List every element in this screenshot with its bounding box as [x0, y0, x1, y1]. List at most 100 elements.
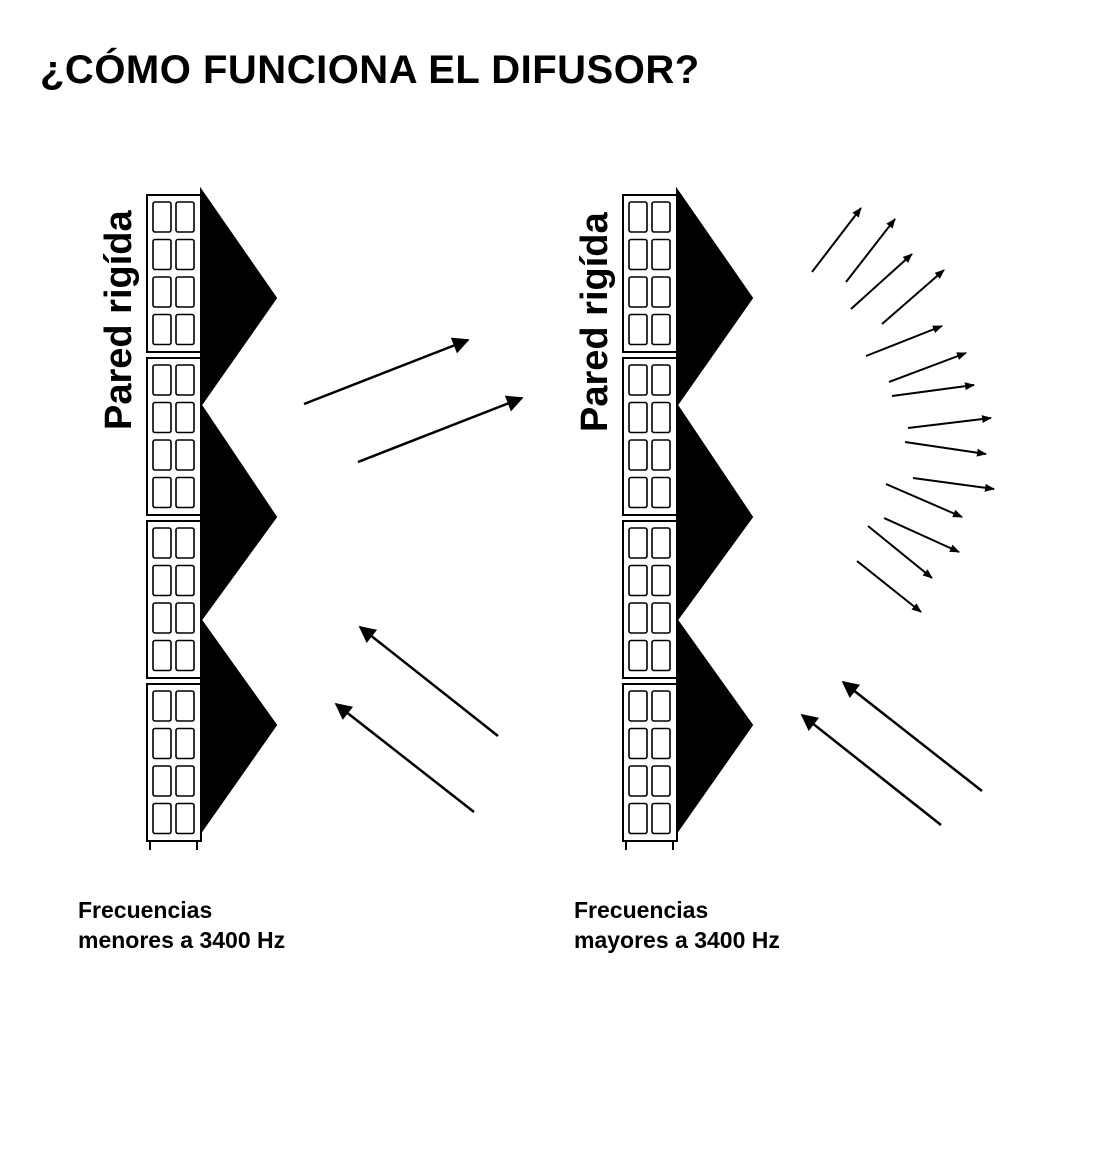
- wall-brick: [175, 527, 195, 559]
- panel-low-frequency: Pared rigída: [98, 186, 524, 850]
- wall-brick: [152, 401, 172, 434]
- wall-brick: [628, 476, 648, 509]
- wall-brick: [628, 276, 648, 308]
- wall-brick: [152, 765, 172, 797]
- scattered-arrow: [912, 477, 995, 492]
- wall-brick: [651, 727, 671, 760]
- scattered-arrows: [811, 207, 995, 613]
- wall-brick: [651, 201, 671, 233]
- wall-label-left: Pared rigída: [98, 210, 140, 430]
- wall-brick: [152, 439, 172, 471]
- wall-brick: [651, 276, 671, 308]
- wall-brick: [152, 802, 172, 835]
- diffuser-triangles-right: [675, 186, 754, 836]
- wall-brick: [152, 564, 172, 597]
- wall-brick: [175, 313, 195, 346]
- wall-brick: [175, 639, 195, 672]
- wall-brick: [152, 238, 172, 271]
- wall-brick: [175, 476, 195, 509]
- caption-high-line2: mayores a 3400 Hz: [574, 927, 780, 953]
- scattered-arrow: [907, 415, 992, 429]
- rigid-wall-left: [146, 194, 202, 850]
- wall-brick: [152, 527, 172, 559]
- wall-brick: [651, 238, 671, 271]
- scattered-arrow: [881, 269, 945, 325]
- wall-brick: [628, 727, 648, 760]
- wall-brick: [175, 364, 195, 396]
- wall-brick: [175, 765, 195, 797]
- wall-brick: [651, 476, 671, 509]
- wall-brick: [152, 727, 172, 760]
- caption-low-line1: Frecuencias: [78, 897, 213, 923]
- wall-brick: [152, 690, 172, 722]
- wall-brick: [628, 201, 648, 233]
- wall-brick: [628, 313, 648, 346]
- wall-brick: [628, 401, 648, 434]
- scattered-arrow: [888, 352, 967, 383]
- wall-brick: [175, 439, 195, 471]
- wall-brick: [152, 602, 172, 634]
- wall-brick: [628, 802, 648, 835]
- wall-brick: [175, 276, 195, 308]
- arrows-left: [303, 337, 524, 813]
- wall-brick: [628, 527, 648, 559]
- wall-brick: [628, 639, 648, 672]
- incident-arrow: [841, 680, 983, 792]
- wall-brick: [628, 364, 648, 396]
- wall-brick: [152, 201, 172, 233]
- scattered-arrow: [811, 207, 862, 273]
- wall-brick: [152, 476, 172, 509]
- scattered-arrow: [865, 325, 943, 357]
- caption-high-line1: Frecuencias: [574, 897, 709, 923]
- wall-brick: [651, 527, 671, 559]
- wall-brick: [175, 802, 195, 835]
- page-title: ¿CÓMO FUNCIONA EL DIFUSOR?: [40, 48, 700, 92]
- wall-brick: [651, 564, 671, 597]
- scattered-arrow: [885, 483, 963, 518]
- wall-brick: [175, 690, 195, 722]
- scattered-arrow: [856, 560, 922, 613]
- wall-brick: [651, 639, 671, 672]
- wall-brick: [175, 727, 195, 760]
- incident-arrow: [334, 702, 475, 813]
- wall-brick: [651, 765, 671, 797]
- wall-brick: [175, 602, 195, 634]
- scattered-arrow: [867, 525, 933, 579]
- wall-brick: [175, 401, 195, 434]
- wall-label-right: Pared rigída: [574, 212, 616, 432]
- wall-brick: [628, 439, 648, 471]
- scattered-arrow: [850, 253, 913, 310]
- wall-brick: [628, 602, 648, 634]
- caption-low-line2: menores a 3400 Hz: [78, 927, 286, 953]
- wall-brick: [651, 401, 671, 434]
- wall-brick: [175, 238, 195, 271]
- wall-brick: [628, 564, 648, 597]
- wall-brick: [651, 313, 671, 346]
- scattered-arrow: [891, 382, 975, 397]
- scattered-arrow: [883, 517, 960, 553]
- scattered-arrow: [904, 441, 987, 457]
- wall-brick: [651, 690, 671, 722]
- wall-brick: [651, 439, 671, 471]
- reflected-arrow: [303, 337, 470, 406]
- wall-brick: [628, 765, 648, 797]
- wall-brick: [152, 313, 172, 346]
- wall-brick: [651, 364, 671, 396]
- wall-brick: [651, 602, 671, 634]
- reflected-arrow: [357, 395, 524, 464]
- caption-low-frequency: Frecuencias menores a 3400 Hz: [78, 895, 285, 955]
- wall-brick: [152, 276, 172, 308]
- incident-arrow: [800, 713, 942, 826]
- wall-brick: [651, 802, 671, 835]
- incident-arrow: [358, 625, 499, 737]
- rigid-wall-right: [622, 194, 678, 850]
- caption-high-frequency: Frecuencias mayores a 3400 Hz: [574, 895, 780, 955]
- wall-brick: [152, 639, 172, 672]
- wall-brick: [152, 364, 172, 396]
- panel-high-frequency: Pared rigída: [574, 186, 995, 850]
- scattered-arrow: [845, 218, 896, 283]
- wall-brick: [175, 564, 195, 597]
- wall-brick: [175, 201, 195, 233]
- wall-brick: [628, 238, 648, 271]
